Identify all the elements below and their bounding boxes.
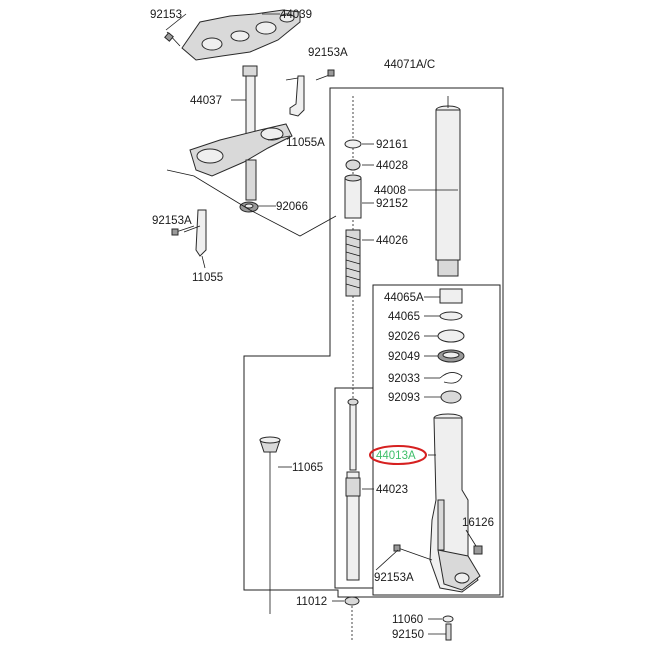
bolt-16126[interactable] — [473, 545, 483, 555]
label-92093: 92093 — [388, 392, 420, 404]
upper-triple-clamp[interactable] — [181, 9, 301, 61]
label-11055: 11055 — [192, 272, 223, 284]
label-11065: 11065 — [292, 462, 323, 474]
oil-seal-92049[interactable] — [437, 349, 465, 363]
label-11055a: 11055A — [286, 137, 325, 149]
label-44071ac: 44071A/C — [384, 59, 435, 71]
inner-fork-tube[interactable] — [435, 96, 461, 277]
fork-cap-92161[interactable] — [344, 139, 362, 149]
stem-bearing-92066[interactable] — [239, 201, 259, 213]
spacer-92152[interactable] — [344, 174, 362, 219]
label-92066: 92066 — [276, 201, 308, 213]
label-44037: 44037 — [190, 95, 222, 107]
label-44065: 44065 — [388, 311, 420, 323]
bolt-92150[interactable] — [445, 623, 452, 641]
label-92153a-bot: 92153A — [374, 572, 414, 584]
label-44023: 44023 — [376, 484, 408, 496]
label-92033: 92033 — [388, 373, 420, 385]
assembly-leader-line — [166, 169, 337, 237]
label-92049: 92049 — [388, 351, 420, 363]
fork-assembly-boundary — [243, 87, 504, 598]
label-92153-top: 92153 — [150, 9, 182, 21]
washer-92026[interactable] — [437, 329, 465, 343]
dust-seal-92093[interactable] — [440, 390, 462, 404]
damper-rod-boundary — [334, 387, 374, 589]
outer-fork-tube[interactable] — [429, 413, 481, 593]
label-92026: 92026 — [388, 331, 420, 343]
clamp-bolt-92153-top[interactable] — [164, 31, 181, 47]
circlip-92033[interactable] — [439, 372, 463, 384]
label-92150: 92150 — [392, 629, 424, 641]
bracket-11055[interactable] — [195, 209, 207, 257]
label-92153a-top: 92153A — [308, 47, 348, 59]
label-11012: 11012 — [296, 596, 327, 608]
bushing-44065[interactable] — [439, 311, 463, 321]
label-92152: 92152 — [376, 198, 408, 210]
bolt-92153a-top[interactable] — [315, 69, 335, 81]
label-11060: 11060 — [392, 614, 423, 626]
label-16126: 16126 — [462, 517, 494, 529]
spring-seat-44028[interactable] — [345, 159, 361, 171]
label-44013a: 44013A — [376, 450, 416, 462]
highlight-ring-44013a — [369, 445, 427, 465]
bushing-44065a[interactable] — [439, 288, 463, 304]
bolt-92153a-mid[interactable] — [171, 225, 195, 236]
washer-11060[interactable] — [442, 615, 454, 623]
label-92153a-mid: 92153A — [152, 215, 192, 227]
leader-lines — [165, 13, 477, 635]
damper-rod[interactable] — [345, 398, 361, 581]
adjuster-rod-11065[interactable] — [259, 436, 281, 614]
label-92161: 92161 — [376, 139, 408, 151]
label-44028: 44028 — [376, 160, 408, 172]
fork-spring-44026[interactable] — [345, 229, 361, 297]
label-44039: 44039 — [280, 9, 312, 21]
bracket-11055a[interactable] — [285, 75, 305, 117]
label-44008: 44008 — [374, 185, 406, 197]
label-44026: 44026 — [376, 235, 408, 247]
bolt-92153a-bot[interactable] — [393, 544, 433, 561]
washer-11012[interactable] — [344, 596, 360, 640]
label-44065a: 44065A — [384, 292, 424, 304]
steering-stem[interactable] — [189, 65, 293, 201]
